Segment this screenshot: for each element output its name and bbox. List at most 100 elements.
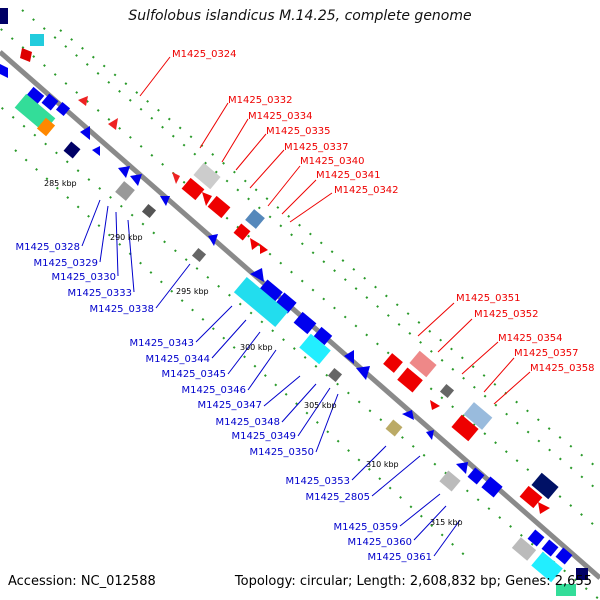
reverse-gene-labels[interactable]: M1425_0328 M1425_0329 M1425_0330 M1425_0…	[15, 242, 432, 563]
gene-label-reverse[interactable]: M1425_0361	[367, 552, 432, 563]
gene-block[interactable]	[257, 279, 283, 305]
gene-arrow-reverse[interactable]	[344, 350, 354, 364]
gene-block[interactable]	[233, 223, 251, 241]
gene-label-reverse[interactable]: M1425_0349	[231, 431, 296, 442]
gene-block[interactable]	[55, 101, 71, 117]
gene-block[interactable]	[519, 485, 543, 509]
gene-label-reverse[interactable]: M1425_0344	[145, 354, 210, 365]
gene-block[interactable]	[451, 414, 479, 442]
gene-arrow-reverse[interactable]	[80, 126, 90, 140]
gene-arrow-reverse[interactable]	[250, 268, 264, 282]
gene-block[interactable]	[30, 34, 44, 46]
gene-label-reverse[interactable]: M1425_0328	[15, 242, 80, 253]
gene-block[interactable]	[36, 117, 56, 137]
gene-arrow-forward[interactable]	[538, 502, 550, 514]
forward-gene-labels[interactable]: M1425_0324 M1425_0332 M1425_0334 M1425_0…	[172, 49, 595, 374]
gene-arrow-forward[interactable]	[172, 172, 180, 184]
gene-arrow-reverse[interactable]	[0, 64, 8, 78]
gene-label-forward[interactable]: M1425_0351	[456, 293, 521, 304]
reverse-strand-features[interactable]	[0, 8, 588, 596]
gene-arrow-forward[interactable]	[430, 400, 440, 410]
gene-block[interactable]	[0, 8, 8, 24]
gene-arrow-reverse[interactable]	[426, 430, 434, 440]
gene-block[interactable]	[511, 537, 537, 561]
gene-block[interactable]	[541, 539, 559, 557]
gene-block[interactable]	[141, 203, 157, 219]
gene-block[interactable]	[299, 333, 331, 365]
gene-block[interactable]	[576, 568, 588, 580]
gene-arrow-reverse[interactable]	[130, 174, 142, 186]
gene-label-reverse[interactable]: M1425_0329	[33, 258, 98, 269]
gene-arrow-forward[interactable]	[260, 244, 268, 254]
gene-arrow-reverse[interactable]	[356, 366, 370, 380]
gene-label-reverse[interactable]: M1425_0350	[249, 447, 314, 458]
gene-label-forward[interactable]: M1425_0340	[300, 156, 365, 167]
gene-block[interactable]	[193, 162, 221, 190]
gene-label-reverse[interactable]: M1425_0330	[51, 272, 116, 283]
gene-label-reverse[interactable]: M1425_0338	[89, 304, 154, 315]
gene-label-reverse[interactable]: M1425_2805	[305, 492, 370, 503]
gene-block[interactable]	[207, 195, 231, 219]
gene-label-reverse[interactable]: M1425_0343	[129, 338, 194, 349]
gene-label-reverse[interactable]: M1425_0345	[161, 369, 226, 380]
gene-block[interactable]	[181, 177, 205, 201]
forward-strand-features[interactable]	[20, 34, 559, 514]
gene-block[interactable]	[383, 353, 403, 373]
gene-block[interactable]	[115, 181, 135, 201]
gene-block[interactable]	[556, 584, 576, 596]
gene-label-reverse[interactable]: M1425_0353	[285, 476, 350, 487]
gene-label-forward[interactable]: M1425_0342	[334, 185, 399, 196]
gene-label-forward[interactable]: M1425_0324	[172, 49, 237, 60]
gene-label-forward[interactable]: M1425_0335	[266, 126, 331, 137]
gene-label-forward[interactable]: M1425_0334	[248, 111, 313, 122]
gene-arrow-forward[interactable]	[108, 118, 118, 130]
gene-block[interactable]	[397, 367, 423, 393]
gene-block[interactable]	[439, 470, 461, 492]
gene-label-forward[interactable]: M1425_0352	[474, 309, 539, 320]
gene-label-forward[interactable]: M1425_0354	[498, 333, 563, 344]
gene-block[interactable]	[463, 402, 493, 430]
gene-label-reverse[interactable]: M1425_0347	[197, 400, 262, 411]
gene-block[interactable]	[233, 276, 289, 328]
gene-block[interactable]	[481, 476, 503, 498]
gene-block[interactable]	[467, 467, 485, 485]
gene-block[interactable]	[531, 551, 563, 583]
gene-arrow-reverse[interactable]	[160, 196, 170, 206]
gene-block[interactable]	[327, 367, 343, 383]
gene-block[interactable]	[439, 383, 455, 399]
scale-tick: 300 kbp	[240, 343, 273, 352]
gene-block[interactable]	[275, 292, 297, 314]
gene-arrow-reverse[interactable]	[208, 234, 218, 246]
gene-label-reverse[interactable]: M1425_0346	[181, 385, 246, 396]
gene-block[interactable]	[293, 311, 317, 335]
gene-arrow-reverse[interactable]	[92, 146, 100, 156]
gene-label-reverse[interactable]: M1425_0359	[333, 522, 398, 533]
gene-label-forward[interactable]: M1425_0341	[316, 170, 381, 181]
gene-label-reverse[interactable]: M1425_0360	[347, 537, 412, 548]
gene-arrow-forward[interactable]	[20, 48, 32, 62]
gene-block[interactable]	[531, 472, 559, 500]
gene-label-reverse[interactable]: M1425_0348	[215, 417, 280, 428]
gene-label-forward[interactable]: M1425_0358	[530, 363, 595, 374]
gene-block[interactable]	[313, 326, 333, 346]
gene-arrow-forward[interactable]	[202, 192, 212, 206]
gene-arrow-forward[interactable]	[78, 96, 88, 106]
gene-block[interactable]	[409, 350, 437, 378]
gene-label-forward[interactable]: M1425_0337	[284, 142, 349, 153]
gene-arrow-reverse[interactable]	[456, 462, 468, 474]
gene-block[interactable]	[527, 529, 545, 547]
gene-label-forward[interactable]: M1425_0357	[514, 348, 579, 359]
gene-block[interactable]	[63, 141, 81, 159]
gene-label-reverse[interactable]: M1425_0333	[67, 288, 132, 299]
gene-arrow-reverse[interactable]	[118, 166, 130, 178]
gene-arrow-forward[interactable]	[250, 238, 260, 250]
gene-block[interactable]	[25, 86, 45, 106]
gene-label-forward[interactable]: M1425_0332	[228, 95, 293, 106]
gene-block[interactable]	[555, 547, 573, 565]
gene-block[interactable]	[385, 419, 403, 437]
gene-block[interactable]	[41, 93, 59, 111]
gene-arrow-reverse[interactable]	[402, 410, 414, 420]
gene-block[interactable]	[245, 209, 265, 229]
gene-block[interactable]	[191, 247, 207, 263]
